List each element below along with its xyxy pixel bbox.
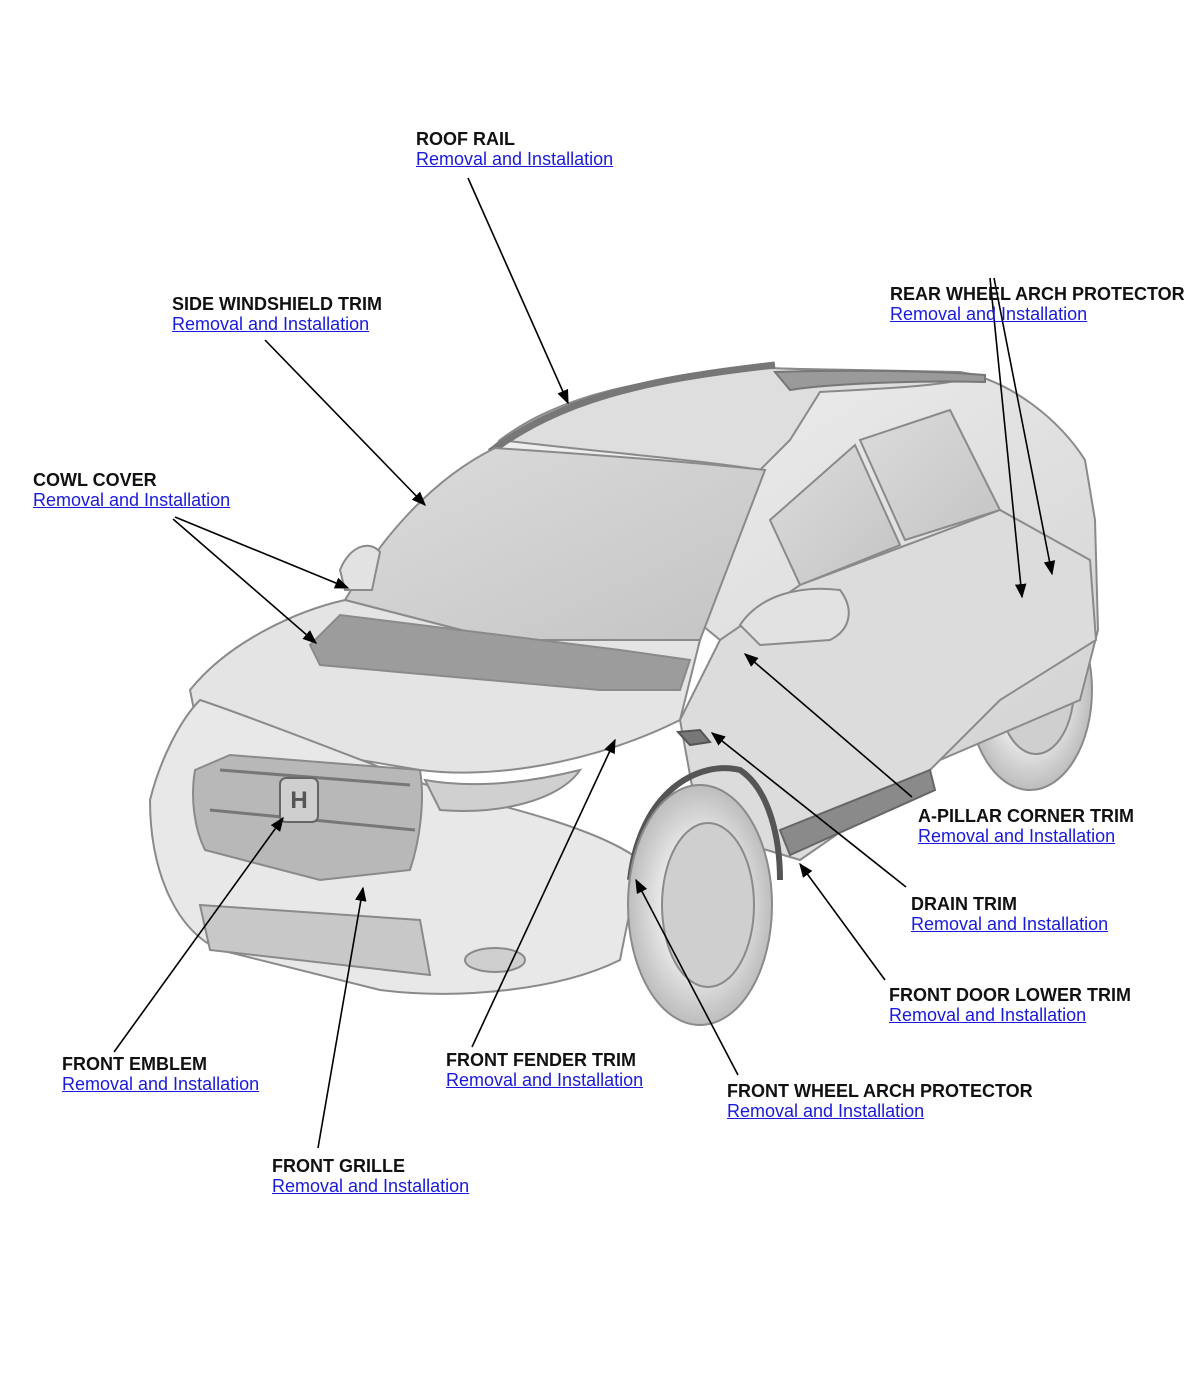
- link-roof-rail[interactable]: Removal and Installation: [416, 149, 614, 169]
- leader-front-emblem: [113, 816, 284, 1053]
- link-front-grille[interactable]: Removal and Installation: [272, 1176, 470, 1196]
- car-body: H: [148, 361, 1100, 1026]
- label-rear-wheel-arch-protector: REAR WHEEL ARCH PROTECTOR: [890, 284, 1185, 304]
- leader-rear-wheel-arch-2: [993, 277, 1056, 576]
- leader-front-grille: [317, 886, 367, 1149]
- link-rear-wheel-arch-protector[interactable]: Removal and Installation: [890, 304, 1088, 324]
- callout-a-pillar-corner-trim: A-PILLAR CORNER TRIM Removal and Install…: [918, 806, 1134, 846]
- windshield: [343, 446, 767, 641]
- callout-front-fender-trim: FRONT FENDER TRIM Removal and Installati…: [446, 1050, 643, 1090]
- leader-rear-wheel-arch-1: [989, 277, 1027, 599]
- side-mirror-right: [738, 587, 850, 647]
- label-front-wheel-arch-protector: FRONT WHEEL ARCH PROTECTOR: [727, 1081, 1033, 1101]
- side-mirror-left: [338, 544, 382, 591]
- leader-a-pillar-corner-trim: [743, 653, 913, 798]
- leader-cowl-cover-1: [174, 516, 350, 589]
- leader-roof-rail: [467, 177, 569, 405]
- link-side-windshield-trim[interactable]: Removal and Installation: [172, 314, 370, 334]
- front-wheel-arch-shape: [627, 765, 783, 881]
- callout-drain-trim: DRAIN TRIM Removal and Installation: [911, 894, 1108, 934]
- label-side-windshield-trim: SIDE WINDSHIELD TRIM: [172, 294, 382, 314]
- callout-side-windshield-trim: SIDE WINDSHIELD TRIM Removal and Install…: [172, 294, 382, 334]
- leader-side-windshield-trim: [264, 339, 427, 507]
- link-cowl-cover[interactable]: Removal and Installation: [33, 490, 231, 510]
- label-drain-trim: DRAIN TRIM: [911, 894, 1017, 914]
- link-a-pillar-corner-trim[interactable]: Removal and Installation: [918, 826, 1116, 846]
- label-roof-rail: ROOF RAIL: [416, 129, 515, 149]
- leader-lines: [113, 177, 1056, 1149]
- leader-drain-trim: [710, 732, 907, 888]
- callout-rear-wheel-arch-protector: REAR WHEEL ARCH PROTECTOR Removal and In…: [890, 284, 1200, 324]
- leader-front-fender-trim: [471, 738, 616, 1048]
- link-front-emblem[interactable]: Removal and Installation: [62, 1074, 260, 1094]
- callout-cowl-cover: COWL COVER Removal and Installation: [33, 470, 230, 510]
- lower-grille: [198, 903, 432, 977]
- callout-front-wheel-arch-protector: FRONT WHEEL ARCH PROTECTOR Removal and I…: [727, 1081, 1033, 1121]
- label-a-pillar-corner-trim: A-PILLAR CORNER TRIM: [918, 806, 1134, 826]
- link-drain-trim[interactable]: Removal and Installation: [911, 914, 1109, 934]
- cowl-shape: [308, 613, 692, 691]
- headlight: [423, 768, 583, 812]
- leader-cowl-cover-2: [172, 518, 318, 644]
- callout-front-grille: FRONT GRILLE Removal and Installation: [272, 1156, 469, 1196]
- link-front-door-lower-trim[interactable]: Removal and Installation: [889, 1005, 1087, 1025]
- callout-roof-rail: ROOF RAIL Removal and Installation: [416, 129, 613, 169]
- leader-front-door-lower-trim: [799, 862, 886, 981]
- callout-front-emblem: FRONT EMBLEM Removal and Installation: [62, 1054, 259, 1094]
- emblem-shape: [279, 777, 319, 823]
- leader-front-wheel-arch-protector: [635, 878, 739, 1076]
- label-cowl-cover: COWL COVER: [33, 470, 157, 490]
- label-front-fender-trim: FRONT FENDER TRIM: [446, 1050, 636, 1070]
- front-side-window: [768, 443, 902, 587]
- roof-rail-shape: [487, 361, 776, 455]
- label-front-door-lower-trim: FRONT DOOR LOWER TRIM: [889, 985, 1131, 1005]
- link-front-wheel-arch-protector[interactable]: Removal and Installation: [727, 1101, 925, 1121]
- label-front-emblem: FRONT EMBLEM: [62, 1054, 207, 1074]
- link-front-fender-trim[interactable]: Removal and Installation: [446, 1070, 644, 1090]
- svg-text:H: H: [290, 787, 307, 814]
- label-front-grille: FRONT GRILLE: [272, 1156, 405, 1176]
- callout-front-door-lower-trim: FRONT DOOR LOWER TRIM Removal and Instal…: [889, 985, 1131, 1025]
